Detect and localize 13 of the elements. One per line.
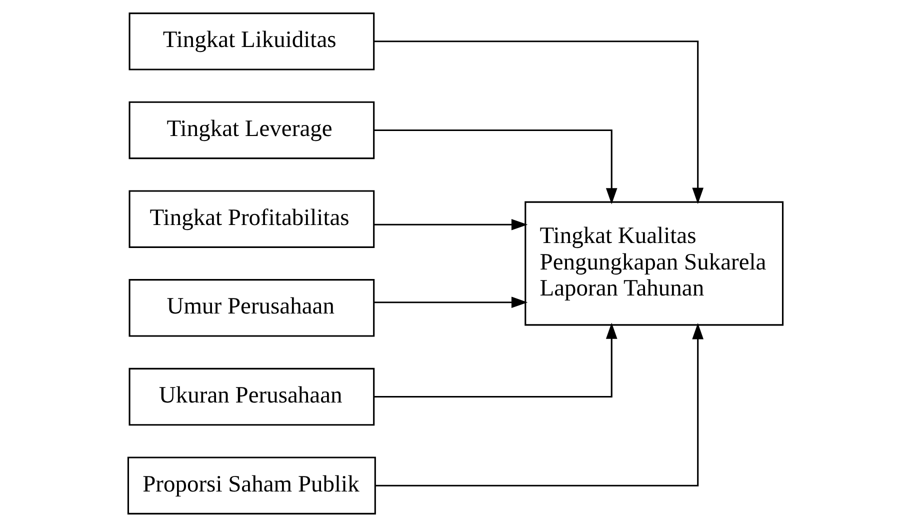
arrow — [374, 218, 528, 230]
node-box: Proporsi Saham Publik — [126, 456, 376, 514]
arrow — [374, 322, 617, 398]
node-box: Ukuran Perusahaan — [128, 368, 374, 426]
node-box: Tingkat Kualitas Pengungkapan Sukarela Laporan Tahunan — [524, 201, 784, 326]
node-box: Tingkat Profitabilitas — [128, 190, 374, 248]
arrow — [374, 129, 617, 204]
arrow — [374, 296, 528, 308]
node-box: Tingkat Likuiditas — [128, 12, 374, 70]
node-box: Tingkat Leverage — [128, 101, 374, 160]
arrow — [374, 40, 704, 204]
node-box: Umur Perusahaan — [128, 279, 374, 337]
arrow — [374, 322, 704, 486]
